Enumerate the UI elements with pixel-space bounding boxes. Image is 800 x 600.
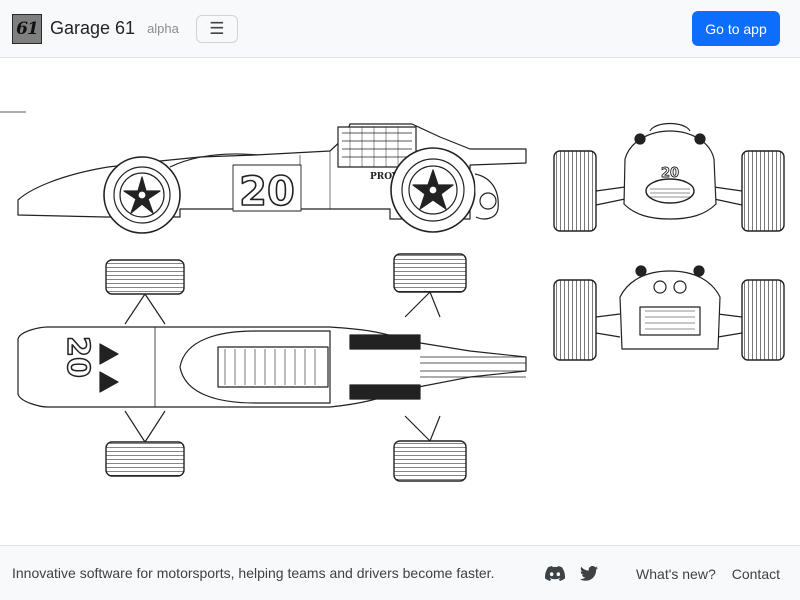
brand-link[interactable]: 61 Garage 61 — [12, 13, 136, 44]
go-to-app-button[interactable]: Go to app — [692, 11, 780, 46]
brand-logo: 61 — [12, 13, 42, 44]
side-number: 20 — [239, 169, 295, 215]
alpha-badge: alpha — [147, 21, 179, 36]
contact-link[interactable]: Contact — [731, 565, 780, 582]
footer-links: What's new? Contact — [544, 546, 780, 600]
front-number: 20 — [661, 166, 679, 181]
footer-tagline: Innovative software for motorsports, hel… — [12, 565, 495, 581]
rear-view — [553, 265, 785, 361]
site-footer: Innovative software for motorsports, hel… — [0, 545, 800, 600]
side-view: 20 PROVA — [17, 123, 527, 234]
menu-toggle-button[interactable]: ☰ — [195, 14, 238, 43]
twitter-icon[interactable] — [578, 563, 600, 585]
brand-name: Garage 61 — [50, 18, 136, 38]
hero-illustration: 20 PROVA — [0, 59, 800, 545]
front-view: 20 — [553, 122, 785, 232]
side-lettering: PROVA — [370, 172, 406, 182]
whats-new-link[interactable]: What's new? — [636, 565, 716, 582]
top-navbar: 61 Garage 61 alpha ☰ Go to app — [0, 0, 800, 58]
discord-icon[interactable] — [544, 563, 566, 585]
top-view: 20 — [17, 253, 527, 482]
top-number: 20 — [60, 336, 95, 378]
hamburger-icon: ☰ — [209, 18, 225, 38]
race-car-blueprint: 20 PROVA — [0, 111, 785, 482]
